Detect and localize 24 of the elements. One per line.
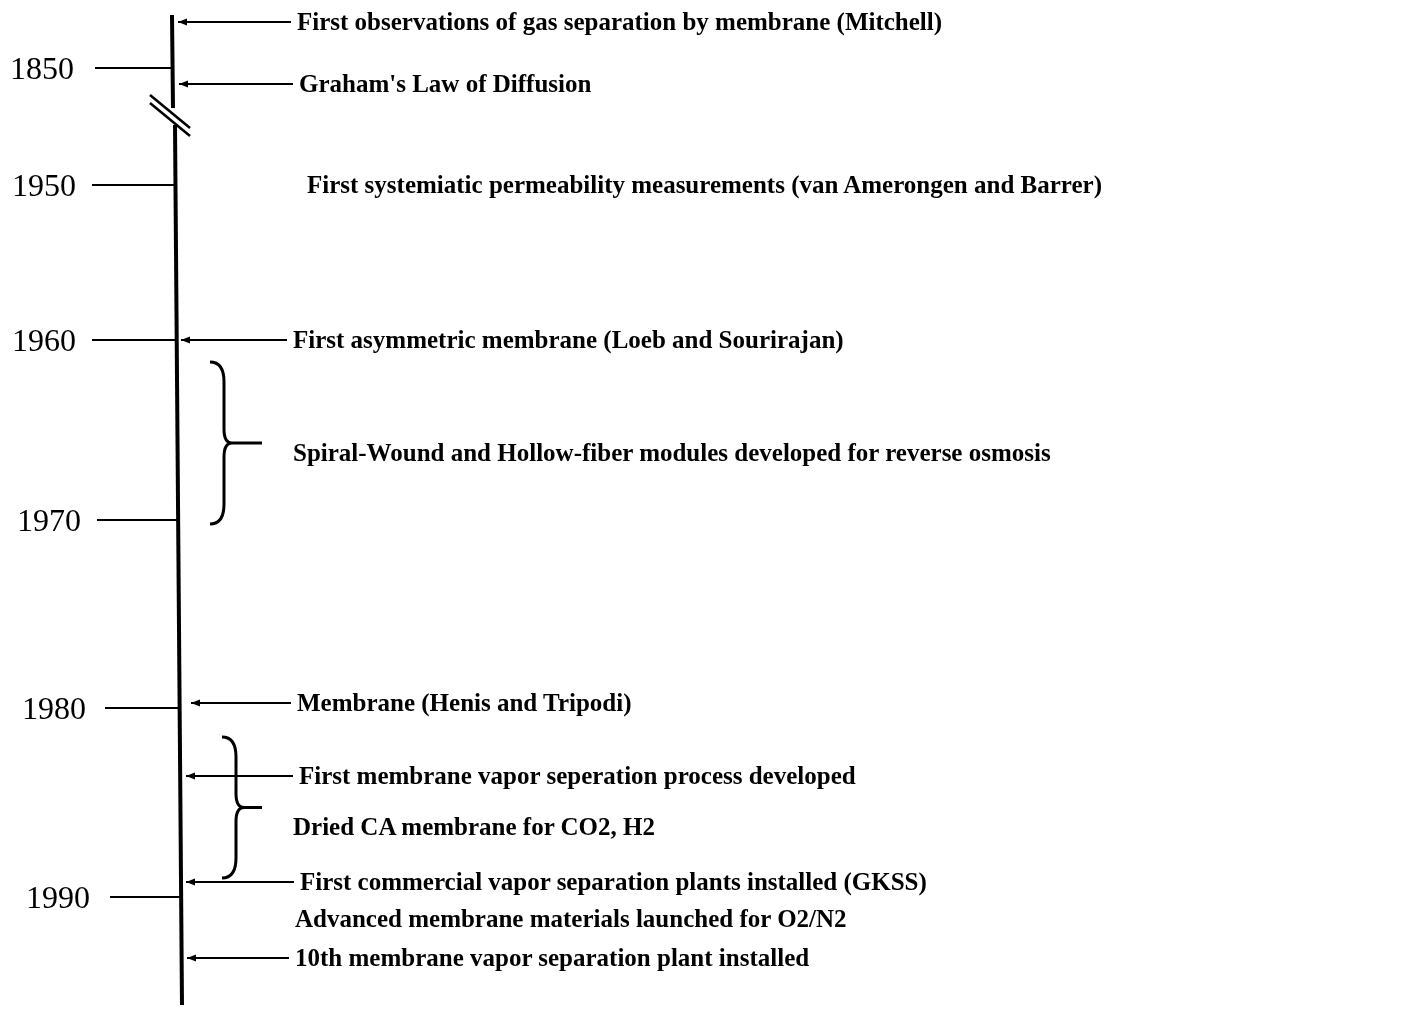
event-label: First systemiatic permeability measurements (van Amerongen and Barrer) xyxy=(307,170,1102,200)
event-label: Membrane (Henis and Tripodi) xyxy=(297,688,632,718)
year-label: 1850 xyxy=(10,50,74,86)
event-label: Advanced membrane materials launched for O2/N2 xyxy=(295,904,847,934)
leader-arrow xyxy=(180,336,288,344)
event-label: First observations of gas separation by membrane (Mitchell) xyxy=(297,7,943,37)
event-label: 10th membrane vapor separation plant installed xyxy=(295,943,810,973)
event-label: First commercial vapor separation plants installed (GKSS) xyxy=(300,867,927,897)
event-label: Graham's Law of Diffusion xyxy=(299,69,592,99)
leader-arrow xyxy=(185,878,295,886)
event-label: Dried CA membrane for CO2, H2 xyxy=(293,812,655,842)
leader-arrow xyxy=(178,80,294,88)
year-label: 1980 xyxy=(22,690,86,726)
event-label: Spiral-Wound and Hollow-fiber modules developed for reverse osmosis xyxy=(293,438,1051,468)
leader-arrow xyxy=(190,699,292,707)
event-label: First membrane vapor seperation process developed xyxy=(299,761,856,791)
year-label: 1990 xyxy=(26,879,90,915)
year-label: 1960 xyxy=(12,322,76,358)
leader-arrow xyxy=(177,18,292,26)
year-label: 1970 xyxy=(17,502,81,538)
leader-arrow xyxy=(186,954,290,962)
event-label: First asymmetric membrane (Loeb and Sourirajan) xyxy=(293,325,844,355)
leader-arrow xyxy=(185,772,294,780)
year-label: 1950 xyxy=(12,167,76,203)
